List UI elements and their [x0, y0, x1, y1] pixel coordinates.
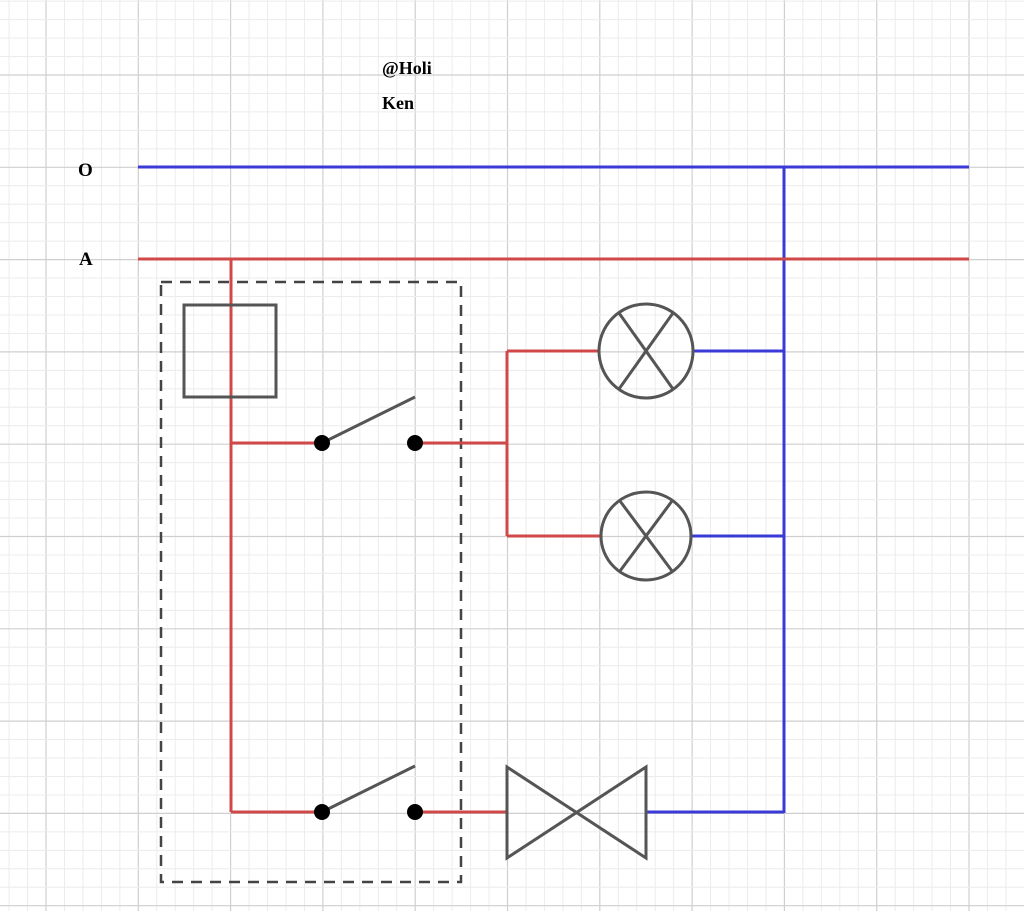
- dashed-enclosure: [159, 280, 463, 884]
- lower-switch: [314, 764, 423, 820]
- upper-switch-contact-right: [407, 435, 423, 451]
- neutral-rail-label: O: [78, 160, 93, 181]
- upper-switch-contact-left: [314, 435, 330, 451]
- lower-switch-blade: [321, 764, 416, 814]
- lower-switch-contact-left: [314, 804, 330, 820]
- upper-lamp-circle: [597, 302, 695, 400]
- upper-lamp-cross-b: [617, 312, 675, 390]
- bowtie-component: [505, 764, 648, 861]
- components: [182, 302, 695, 861]
- lower-lamp-cross-b: [618, 500, 674, 572]
- rectangle-component: [182, 303, 278, 399]
- annotation-line-1: @Holi: [382, 58, 432, 78]
- phase-rail-label: A: [79, 249, 93, 270]
- lower-lamp: [599, 490, 693, 582]
- annotation-line-2: Ken: [382, 93, 414, 113]
- lower-switch-contact-right: [407, 804, 423, 820]
- lower-lamp-circle: [599, 490, 693, 582]
- upper-lamp: [597, 302, 695, 400]
- upper-switch-blade: [321, 395, 416, 445]
- upper-switch: [314, 395, 423, 451]
- neutral-wiring: [138, 165, 969, 814]
- phase-wiring: [138, 257, 969, 814]
